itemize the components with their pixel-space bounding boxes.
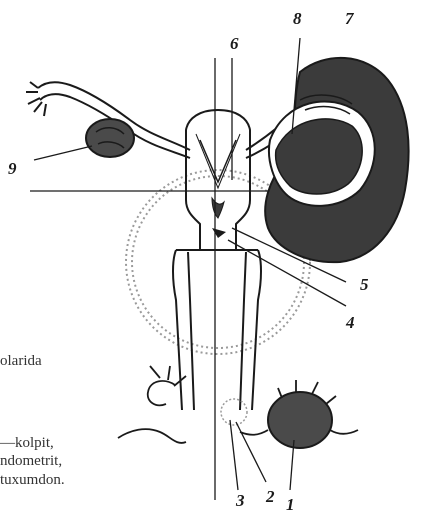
page-text-line-2: —kolpit, — [0, 434, 54, 452]
bottom-right-ovary — [240, 380, 358, 448]
label-6: 6 — [230, 34, 239, 53]
page-text-line-3: ndometrit, — [0, 452, 62, 470]
label-1: 1 — [286, 495, 295, 514]
page-text-line-1: olarida — [0, 352, 42, 370]
label-4: 4 — [345, 313, 355, 332]
vagina — [173, 250, 261, 410]
label-2: 2 — [265, 487, 275, 506]
cervical-lesion — [212, 198, 226, 238]
left-ovary — [86, 119, 134, 157]
dotted-circle-small — [221, 399, 247, 425]
page-text-line-4: tuxumdon. — [0, 471, 65, 489]
label-3: 3 — [235, 491, 245, 510]
label-7: 7 — [345, 9, 355, 28]
bottom-left-fimbria — [118, 366, 186, 443]
label-8: 8 — [293, 9, 302, 28]
label-9: 9 — [8, 159, 17, 178]
label-5: 5 — [360, 275, 369, 294]
right-adnexal-mass — [265, 58, 408, 262]
